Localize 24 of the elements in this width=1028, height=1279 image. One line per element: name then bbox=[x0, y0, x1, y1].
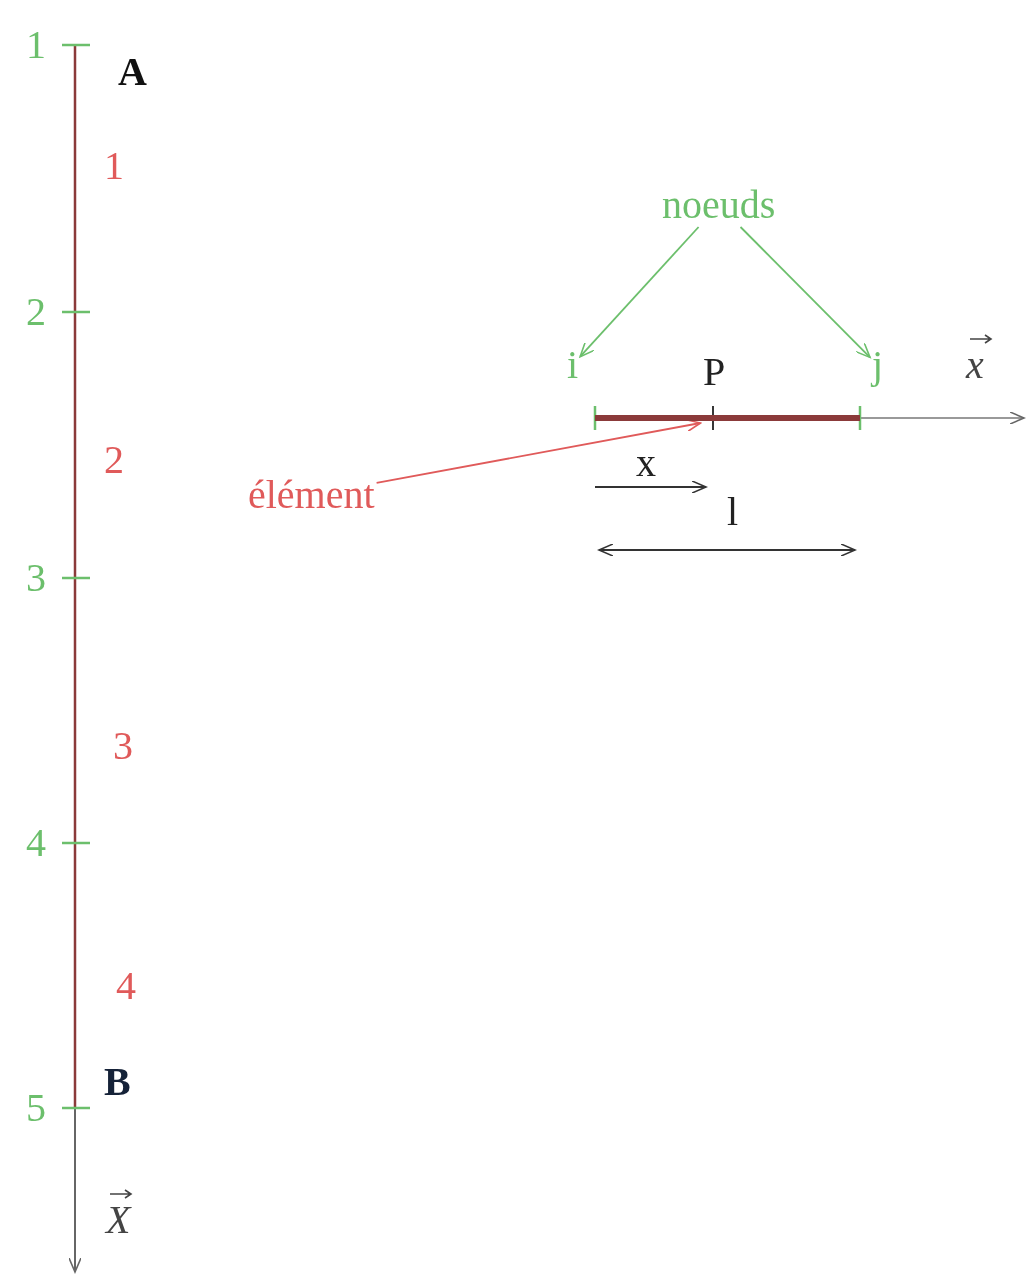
leader-arrow bbox=[739, 226, 871, 359]
node-label: j bbox=[872, 345, 884, 385]
element-number: 3 bbox=[113, 726, 133, 766]
point-label: A bbox=[118, 52, 147, 92]
axis-label: x bbox=[966, 345, 984, 385]
annotation-text: élément bbox=[248, 475, 375, 515]
point-label: B bbox=[104, 1062, 131, 1102]
node-number: 1 bbox=[26, 25, 46, 65]
node-number: 2 bbox=[26, 292, 46, 332]
element-number: 2 bbox=[104, 440, 124, 480]
dimension-label: l bbox=[727, 492, 739, 532]
node-number: 4 bbox=[26, 823, 46, 863]
node-number: 3 bbox=[26, 558, 46, 598]
point-label: P bbox=[703, 352, 726, 392]
leader-arrow bbox=[375, 418, 702, 484]
node-label: i bbox=[567, 345, 579, 385]
axis-label: X bbox=[106, 1200, 131, 1240]
beam-element bbox=[595, 415, 860, 421]
element-number: 1 bbox=[104, 146, 124, 186]
annotation-text: noeuds bbox=[662, 185, 776, 225]
node-number: 5 bbox=[26, 1088, 46, 1128]
dimension-label: x bbox=[636, 443, 656, 483]
leader-arrow bbox=[579, 226, 700, 358]
element-number: 4 bbox=[116, 966, 136, 1006]
